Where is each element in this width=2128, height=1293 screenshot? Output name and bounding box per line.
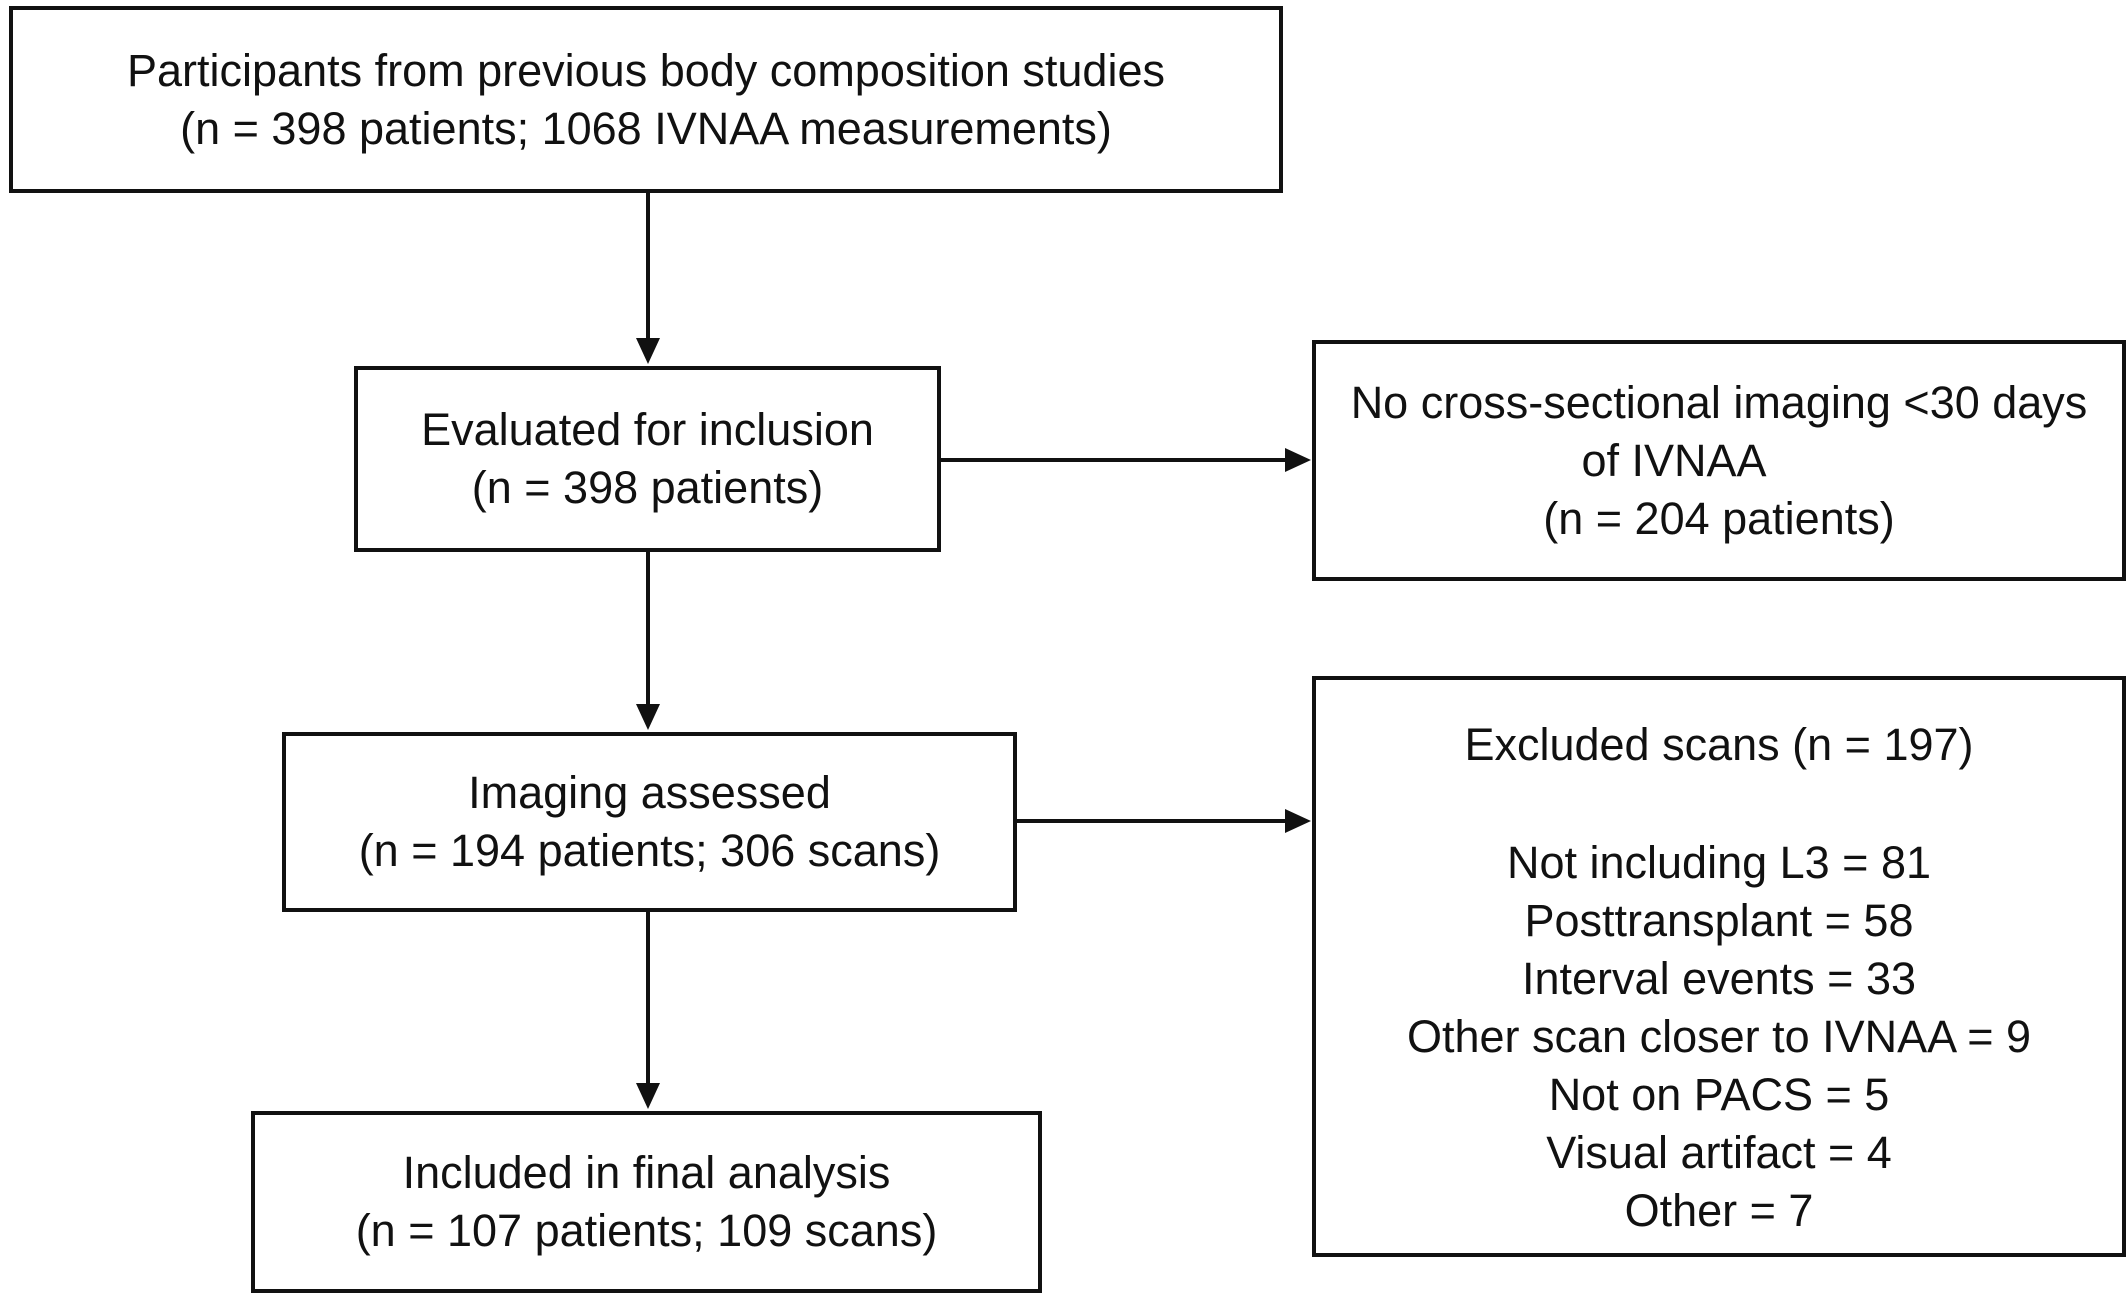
arrow-evaluated-to-no-imaging — [941, 448, 1311, 472]
excluded-reason: Other = 7 — [1624, 1185, 1814, 1236]
arrow-participants-to-evaluated — [636, 193, 660, 364]
excluded-reason: Interval events = 33 — [1522, 953, 1916, 1004]
imaging-box: Imaging assessed (n = 194 patients; 306 … — [282, 732, 1017, 912]
excluded-reason: Posttransplant = 58 — [1524, 895, 1914, 946]
participants-title: Participants from previous body composit… — [127, 44, 1165, 96]
excluded-box: Excluded scans (n = 197) Not including L… — [1312, 676, 2126, 1257]
no-imaging-title-line2: of IVNAA — [1581, 434, 1767, 486]
evaluated-title: Evaluated for inclusion — [421, 404, 874, 455]
included-title: Included in final analysis — [402, 1147, 891, 1198]
excluded-reason: Not including L3 = 81 — [1506, 837, 1932, 888]
included-box: Included in final analysis (n = 107 pati… — [251, 1111, 1042, 1293]
excluded-reason: Not on PACS = 5 — [1548, 1069, 1890, 1120]
arrow-imaging-to-excluded — [1017, 809, 1311, 833]
arrow-imaging-to-included — [636, 912, 660, 1109]
no-imaging-count: (n = 204 patients) — [1543, 492, 1895, 544]
imaging-count: (n = 194 patients; 306 scans) — [358, 825, 941, 876]
participants-box: Participants from previous body composit… — [9, 6, 1283, 193]
no-imaging-title-line1: No cross-sectional imaging <30 days — [1350, 376, 2088, 428]
imaging-title: Imaging assessed — [468, 767, 831, 818]
excluded-reason: Visual artifact = 4 — [1546, 1127, 1892, 1178]
evaluated-box: Evaluated for inclusion (n = 398 patient… — [354, 366, 941, 552]
evaluated-count: (n = 398 patients) — [471, 462, 824, 513]
included-count: (n = 107 patients; 109 scans) — [355, 1205, 938, 1256]
participants-count: (n = 398 patients; 1068 IVNAA measuremen… — [180, 102, 1112, 154]
excluded-title: Excluded scans (n = 197) — [1464, 719, 1974, 770]
no-imaging-box: No cross-sectional imaging <30 days of I… — [1312, 340, 2126, 581]
excluded-reason: Other scan closer to IVNAA = 9 — [1406, 1011, 2032, 1062]
arrow-evaluated-to-imaging — [636, 552, 660, 730]
